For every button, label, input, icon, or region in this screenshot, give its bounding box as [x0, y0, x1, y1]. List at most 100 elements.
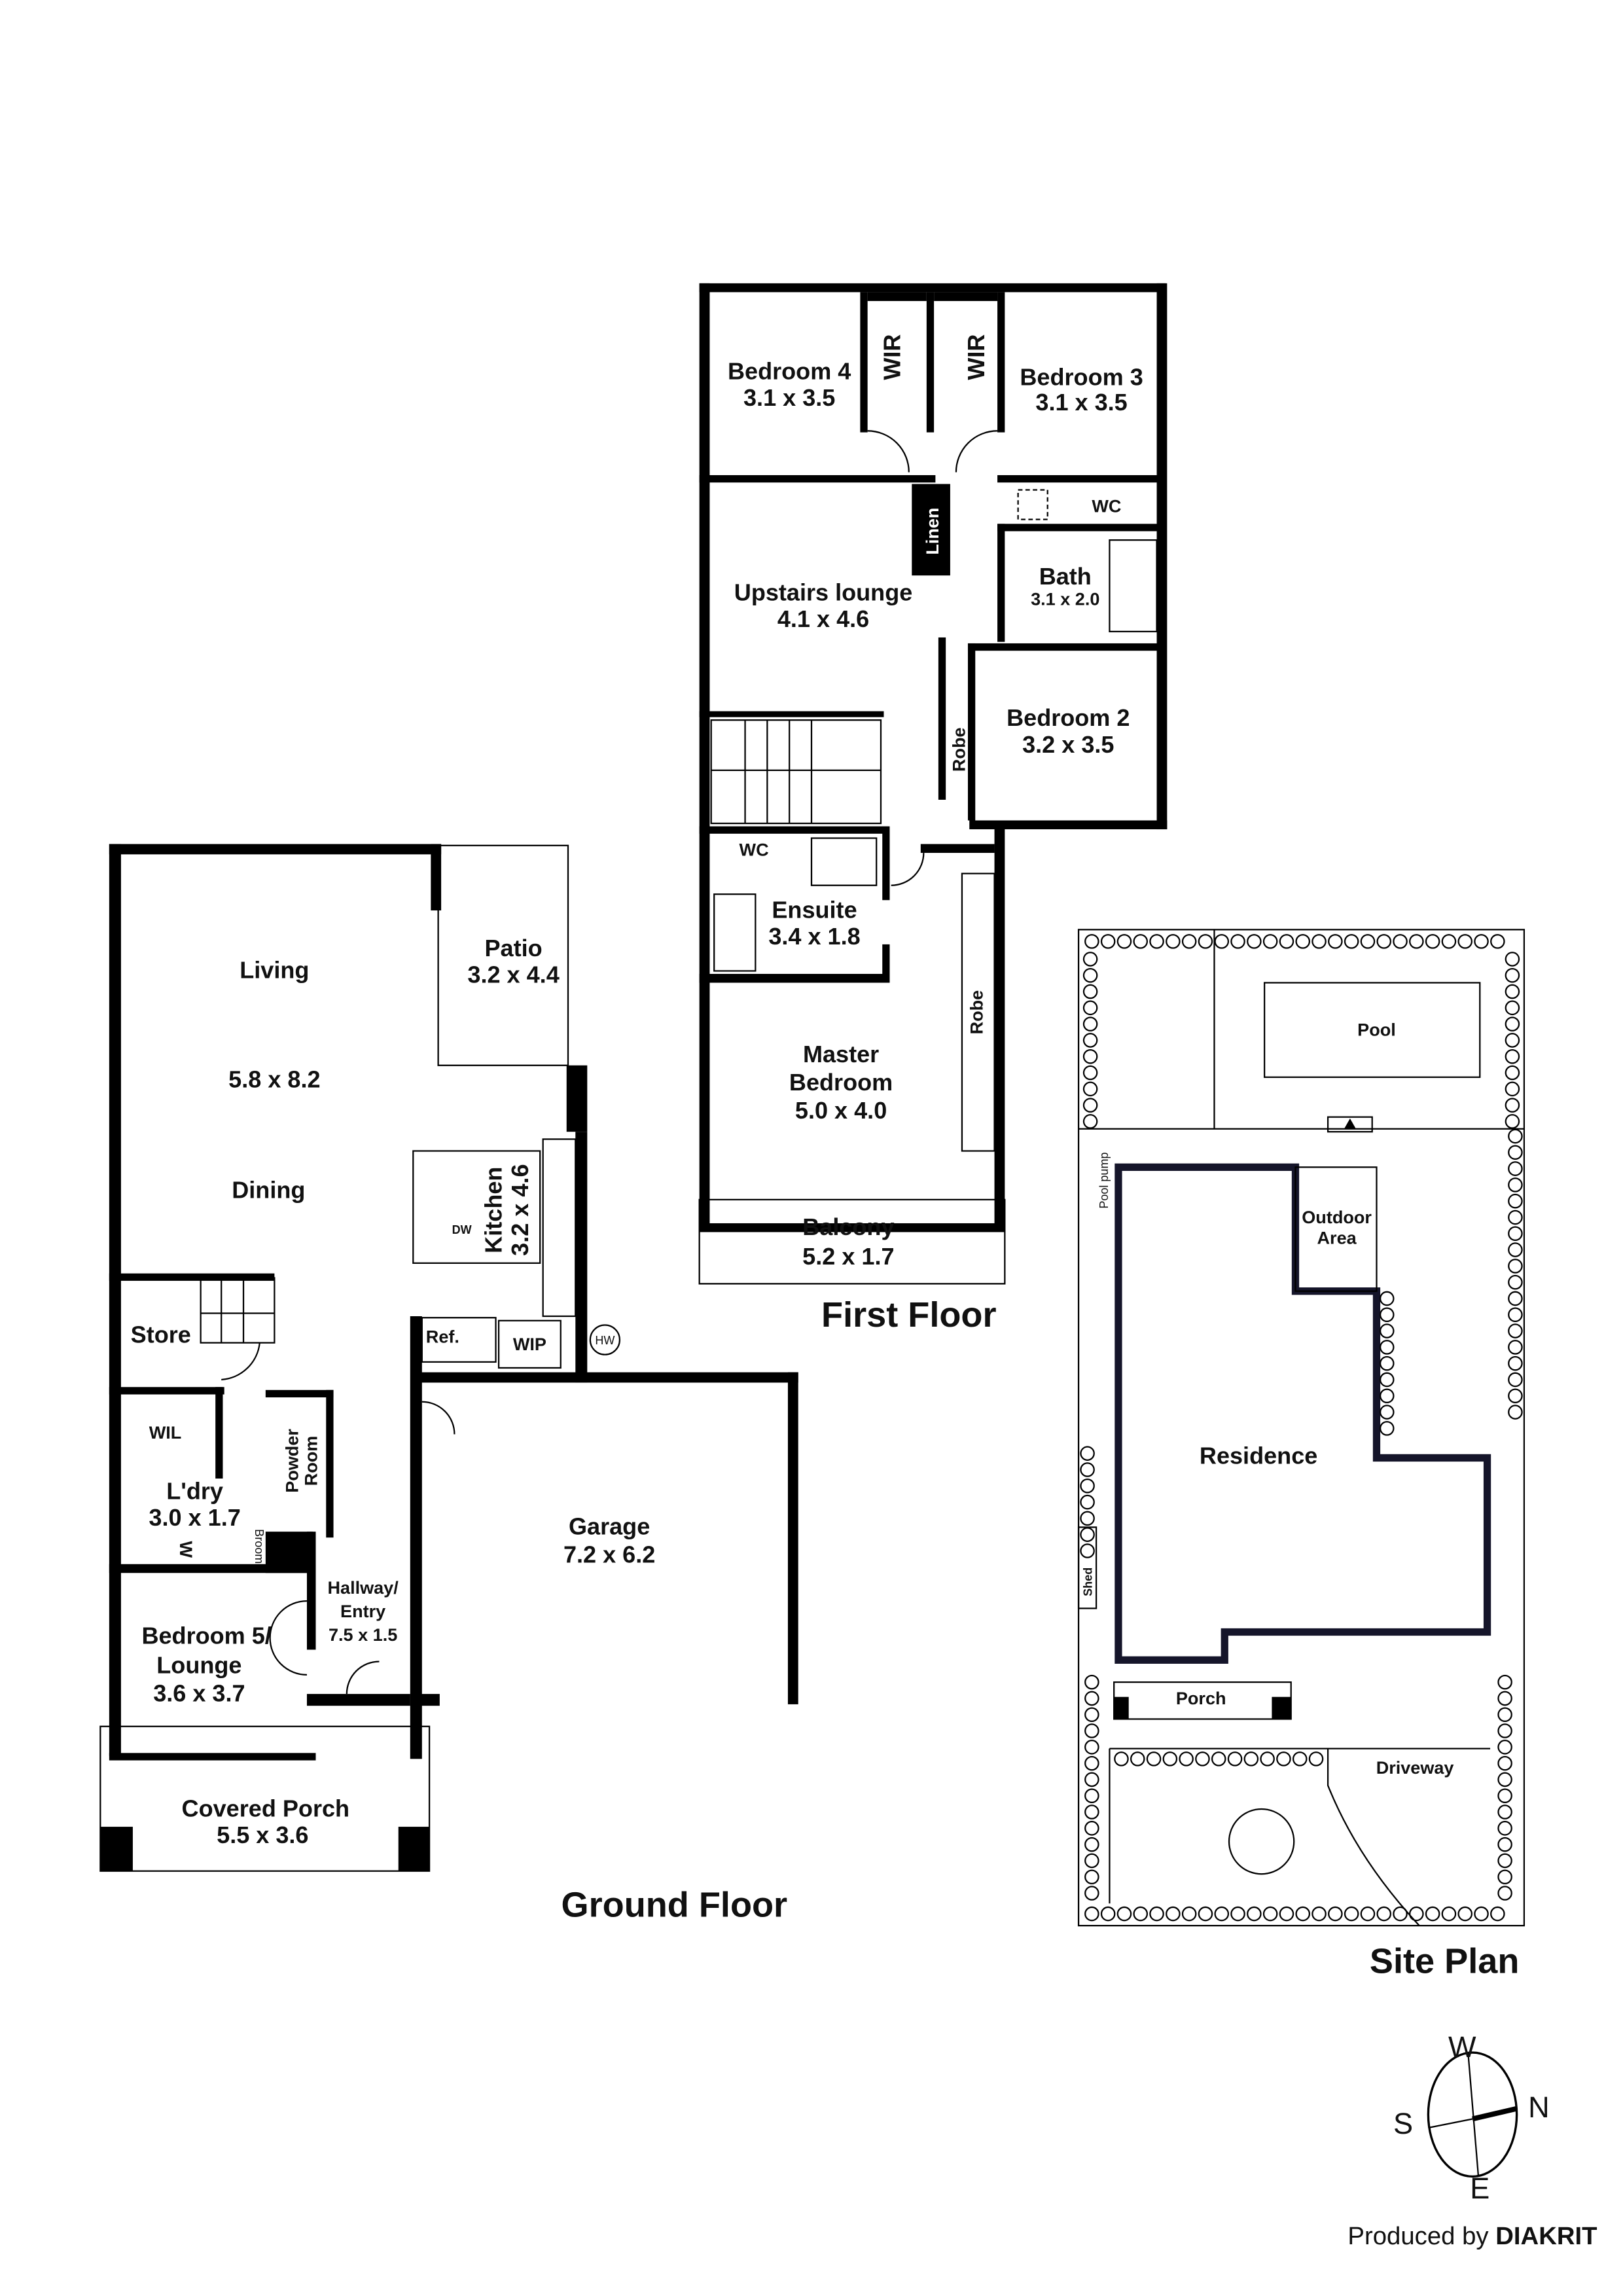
- hedge-shrub-icon: [1497, 1723, 1512, 1738]
- hedge-shrub-icon: [1508, 1128, 1523, 1144]
- washer-label: W: [176, 1541, 196, 1558]
- hedge-shrub-icon: [1474, 934, 1489, 949]
- ground-floor-title: Ground Floor: [562, 1886, 788, 1925]
- ground-floor-plan: Living 5.8 x 8.2 Dining Patio 3.2 x 4.4 …: [99, 844, 798, 1925]
- room-label: Entry: [340, 1602, 385, 1621]
- site-label-outdoor: Area: [1317, 1229, 1357, 1248]
- room-label: Robe: [949, 727, 969, 772]
- site-label-porch: Porch: [1176, 1689, 1226, 1708]
- hedge-shrub-icon: [1379, 1372, 1395, 1388]
- hedge-shrub-icon: [1344, 934, 1359, 949]
- hedge-shrub-icon: [1497, 1674, 1512, 1690]
- hedge-shrub-icon: [1425, 1906, 1440, 1922]
- hedge-shrub-icon: [1230, 934, 1245, 949]
- hedge-shrub-icon: [1508, 1226, 1523, 1242]
- brand-logo: DIAKRIT: [1495, 2222, 1597, 2250]
- hedge-shrub-icon: [1508, 1210, 1523, 1225]
- room-label: WIP: [513, 1335, 546, 1354]
- hedge-shrub-icon: [1262, 934, 1278, 949]
- hedge-shrub-icon: [1508, 1355, 1523, 1371]
- first-floor-title: First Floor: [821, 1295, 996, 1335]
- room-label: Bedroom 5/: [141, 1623, 271, 1649]
- hedge-shrub-icon: [1344, 1906, 1359, 1922]
- first-floor-plan: Bedroom 4 3.1 x 3.5 WIR WIR Bedroom 3 3.…: [698, 283, 1168, 1335]
- hedge-shrub-icon: [1508, 1259, 1523, 1274]
- hedge-shrub-icon: [1084, 1821, 1099, 1836]
- hedge-shrub-icon: [1080, 1543, 1095, 1558]
- residence-outline: [1115, 1163, 1491, 1664]
- hedge-shrub-icon: [1279, 934, 1294, 949]
- room-dims: 3.1 x 3.5: [743, 384, 835, 411]
- room-dims: 5.5 x 3.6: [217, 1821, 308, 1848]
- hedge-shrub-icon: [1328, 934, 1343, 949]
- hedge-shrub-icon: [1497, 1707, 1512, 1722]
- room-label: WIR: [963, 334, 990, 380]
- hedge-shrub-icon: [1082, 967, 1098, 983]
- hot-water-label: HW: [595, 1334, 615, 1347]
- room-label: Bedroom 4: [728, 357, 851, 384]
- room-label: WC: [1092, 496, 1121, 516]
- hedge-shrub-icon: [1227, 1751, 1243, 1767]
- hedge-shrub-icon: [1379, 1388, 1395, 1404]
- door-swing: [955, 430, 998, 473]
- room-label: Balcony: [802, 1213, 894, 1240]
- hedge-shrub-icon: [1393, 934, 1408, 949]
- hedge-shrub-icon: [1247, 1906, 1262, 1922]
- hedge-shrub-icon: [1084, 1755, 1099, 1771]
- hedge-shrub-icon: [1441, 1906, 1457, 1922]
- hedge-shrub-icon: [1082, 1114, 1098, 1129]
- room-label: WIL: [149, 1423, 182, 1443]
- hedge-shrub-icon: [1505, 967, 1520, 983]
- hedge-shrub-icon: [1505, 1000, 1520, 1016]
- hedge-shrub-icon: [1379, 1307, 1395, 1323]
- hedge-shrub-icon: [1247, 934, 1262, 949]
- compass-icon: W S N E: [1393, 2030, 1550, 2205]
- hedge-shrub-icon: [1084, 1804, 1099, 1820]
- staircase: [200, 1277, 276, 1344]
- hedge-shrub-icon: [1080, 1462, 1095, 1477]
- hedge-shrub-icon: [1276, 1751, 1291, 1767]
- hedge-shrub-icon: [1198, 1906, 1213, 1922]
- hedge-shrub-icon: [1084, 1853, 1099, 1869]
- hedge-shrub-icon: [1084, 1837, 1099, 1852]
- hedge-shrub-icon: [1328, 1906, 1343, 1922]
- hedge-shrub-icon: [1195, 1751, 1210, 1767]
- hedge-shrub-icon: [1146, 1751, 1162, 1767]
- room-dims: 5.8 x 8.2: [228, 1066, 320, 1093]
- hedge-shrub-icon: [1181, 934, 1197, 949]
- hedge-shrub-icon: [1490, 934, 1505, 949]
- room-label: Powder: [282, 1429, 302, 1493]
- broom-cupboard-label: Broom: [253, 1529, 266, 1564]
- room-label: Bedroom 3: [1020, 363, 1143, 390]
- hedge-shrub-icon: [1497, 1821, 1512, 1836]
- door-swing: [867, 430, 910, 473]
- hedge-shrub-icon: [1497, 1740, 1512, 1755]
- hedge-shrub-icon: [1497, 1837, 1512, 1852]
- room-label: Room: [302, 1436, 321, 1486]
- room-label: Bedroom: [789, 1069, 893, 1096]
- hedge-shrub-icon: [1080, 1479, 1095, 1494]
- pool: [1264, 982, 1481, 1078]
- room-dims: 7.2 x 6.2: [563, 1541, 655, 1568]
- hedge-shrub-icon: [1508, 1307, 1523, 1323]
- hedge-shrub-icon: [1214, 1906, 1230, 1922]
- hedge-shrub-icon: [1505, 1016, 1520, 1031]
- hedge-shrub-icon: [1508, 1242, 1523, 1257]
- hedge-shrub-icon: [1308, 1751, 1324, 1767]
- hedge-shrub-icon: [1505, 1065, 1520, 1081]
- site-label-residence: Residence: [1200, 1442, 1317, 1469]
- hedge-shrub-icon: [1379, 1291, 1395, 1306]
- room-label: WIR: [878, 334, 905, 380]
- hedge-shrub-icon: [1474, 1906, 1489, 1922]
- hedge-shrub-icon: [1497, 1788, 1512, 1803]
- hedge-shrub-icon: [1082, 1098, 1098, 1113]
- hedge-shrub-icon: [1376, 1906, 1392, 1922]
- room-dims: 5.2 x 1.7: [802, 1243, 894, 1270]
- hedge-shrub-icon: [1080, 1511, 1095, 1526]
- hedge-shrub-icon: [1393, 1906, 1408, 1922]
- fridge-label: Ref.: [426, 1327, 459, 1347]
- room-label: Lounge: [156, 1652, 241, 1679]
- room-dims: 3.1 x 2.0: [1031, 589, 1099, 609]
- hedge-shrub-icon: [1166, 934, 1181, 949]
